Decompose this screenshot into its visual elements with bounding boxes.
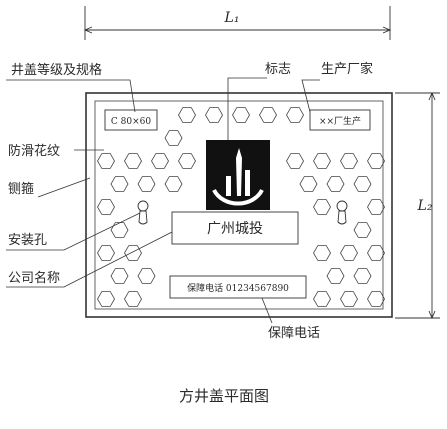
hex-cell bbox=[110, 268, 129, 284]
hex-cell bbox=[110, 176, 129, 192]
dimension-width-label: L₁ bbox=[224, 10, 240, 26]
hex-cell bbox=[326, 268, 345, 284]
anti-slip-hex-pattern bbox=[97, 107, 385, 307]
hex-cell bbox=[110, 222, 129, 238]
hex-cell bbox=[367, 153, 385, 169]
hex-cell bbox=[353, 268, 372, 284]
dimension-width bbox=[83, 6, 392, 40]
hex-cell bbox=[124, 291, 142, 307]
callout-anti-slip: 防滑花纹 bbox=[8, 143, 60, 159]
hex-cell bbox=[367, 291, 385, 307]
dimension-height-label: L₂ bbox=[417, 198, 433, 214]
hex-cell bbox=[97, 199, 115, 215]
hex-cell bbox=[178, 107, 196, 123]
callout-phone: 保障电话 bbox=[268, 326, 320, 341]
hex-cell bbox=[97, 291, 115, 307]
hex-cell bbox=[259, 107, 277, 123]
callout-manufacturer: 生产厂家 bbox=[321, 61, 373, 77]
callout-grade-spec: 井盖等级及规格 bbox=[11, 62, 102, 78]
hex-cell bbox=[353, 176, 372, 192]
callout-leaders bbox=[6, 77, 320, 324]
hex-cell bbox=[124, 153, 142, 169]
hex-cell bbox=[164, 176, 183, 192]
hex-cell bbox=[313, 245, 331, 261]
tower-emblem-icon bbox=[206, 140, 270, 210]
hex-cell bbox=[367, 245, 385, 261]
hex-cell bbox=[137, 268, 156, 284]
diagram-caption: 方井盖平面图 bbox=[179, 387, 269, 405]
callout-logo: 标志 bbox=[265, 62, 291, 77]
company-name-text: 广州城投 bbox=[207, 221, 263, 237]
hex-cell bbox=[232, 107, 250, 123]
hex-cell bbox=[151, 153, 169, 169]
hex-cell bbox=[97, 245, 115, 261]
hex-cell bbox=[137, 176, 156, 192]
phone-box bbox=[169, 275, 307, 299]
callout-company: 公司名称 bbox=[8, 270, 60, 286]
phone-text: 保障电话 01234567890 bbox=[187, 282, 289, 294]
hex-cell bbox=[313, 291, 331, 307]
hex-cell bbox=[178, 153, 196, 169]
hex-cell bbox=[367, 199, 385, 215]
hex-cell bbox=[124, 245, 142, 261]
hex-cell bbox=[326, 176, 345, 192]
hex-cell bbox=[164, 130, 183, 146]
company-name-box bbox=[171, 211, 299, 245]
hex-cell bbox=[299, 176, 318, 192]
callout-edge: 铡箍 bbox=[8, 181, 34, 197]
grade-spec-text: C 80×60 bbox=[111, 117, 151, 127]
hex-cell bbox=[97, 153, 115, 169]
manufacturer-text: ××厂生产 bbox=[319, 115, 361, 127]
dimension-height bbox=[395, 91, 440, 320]
hex-cell bbox=[205, 107, 223, 123]
hex-cell bbox=[286, 153, 304, 169]
hex-cell bbox=[313, 153, 331, 169]
hex-cell bbox=[286, 107, 304, 123]
hex-cell bbox=[340, 245, 358, 261]
mount-hole-right bbox=[336, 200, 348, 225]
hex-cell bbox=[313, 199, 331, 215]
hex-cell bbox=[340, 291, 358, 307]
mount-hole-left bbox=[137, 200, 149, 225]
manufacturer-box bbox=[309, 109, 371, 131]
hex-cell bbox=[340, 153, 358, 169]
grade-spec-box bbox=[104, 109, 158, 131]
callout-mount-hole: 安装孔 bbox=[8, 233, 47, 248]
hex-cell bbox=[353, 222, 372, 238]
